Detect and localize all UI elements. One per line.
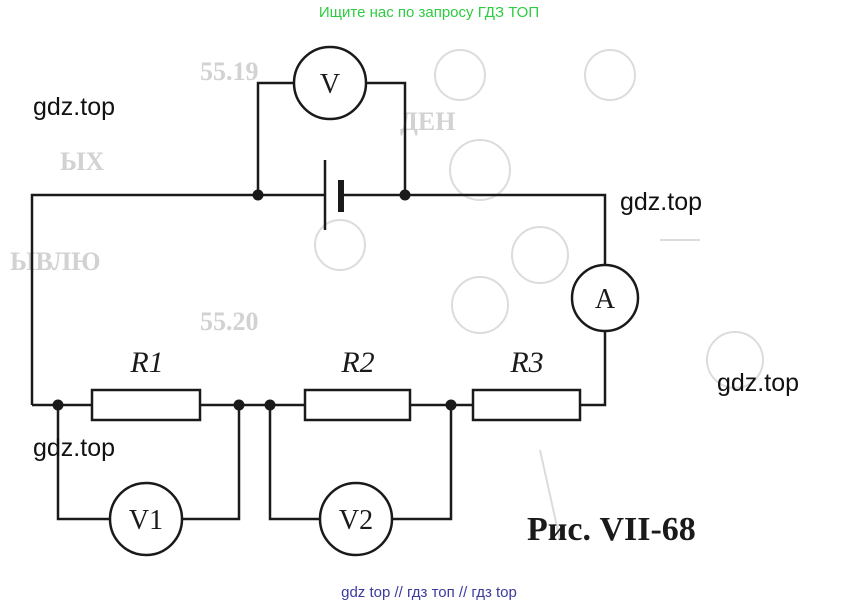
resistor-r3-label: R3: [509, 346, 543, 379]
watermark: gdz.top: [717, 369, 800, 397]
junction-node: [264, 399, 276, 411]
svg-text:ДЕН: ДЕН: [400, 107, 455, 136]
battery-symbol: [323, 160, 344, 230]
voltmeter-2-symbol: [318, 481, 394, 557]
junction-node: [52, 399, 64, 411]
wire-v2-branch: [268, 405, 453, 521]
wire-v1-branch: [56, 405, 241, 521]
voltmeter-2-label: V2: [339, 505, 373, 536]
resistor-r1: [90, 388, 202, 422]
resistor-r2: [303, 388, 412, 422]
junction-node: [233, 399, 245, 411]
voltmeter-1-label: V1: [129, 505, 163, 536]
svg-text:ЫВЛЮ: ЫВЛЮ: [10, 247, 101, 276]
watermark: gdz.top: [620, 188, 703, 216]
junction-node: [445, 399, 457, 411]
watermark: gdz.top: [33, 93, 116, 121]
wire-ammeter-down: [580, 331, 607, 407]
top-banner: Ищите нас по запросу ГДЗ ТОП: [318, 4, 540, 21]
watermark: gdz.top: [33, 434, 116, 462]
bleed-through-background: 55.19 ДЕН ЫХ 55.20 ЫВЛЮ: [10, 49, 764, 541]
figure-caption: Рис. VII-68: [527, 511, 696, 548]
resistor-r1-label: R1: [129, 346, 163, 379]
bottom-banner: gdz top // гдз топ // гдз top: [341, 584, 517, 601]
wire-voltmeter-branch: [256, 81, 407, 195]
resistor-r2-label: R2: [340, 346, 374, 379]
junction-node: [399, 189, 411, 201]
ammeter-label: A: [595, 284, 616, 315]
svg-text:ЫХ: ЫХ: [60, 147, 105, 176]
svg-text:55.20: 55.20: [200, 307, 259, 336]
wire-top-right: [341, 193, 607, 266]
junction-node: [252, 189, 264, 201]
voltmeter-label: V: [320, 69, 340, 100]
svg-text:55.19: 55.19: [200, 57, 259, 86]
voltmeter-symbol: [292, 45, 368, 121]
wire-top-left: [30, 193, 325, 405]
resistor-r3: [471, 388, 582, 422]
voltmeter-1-symbol: [108, 481, 184, 557]
